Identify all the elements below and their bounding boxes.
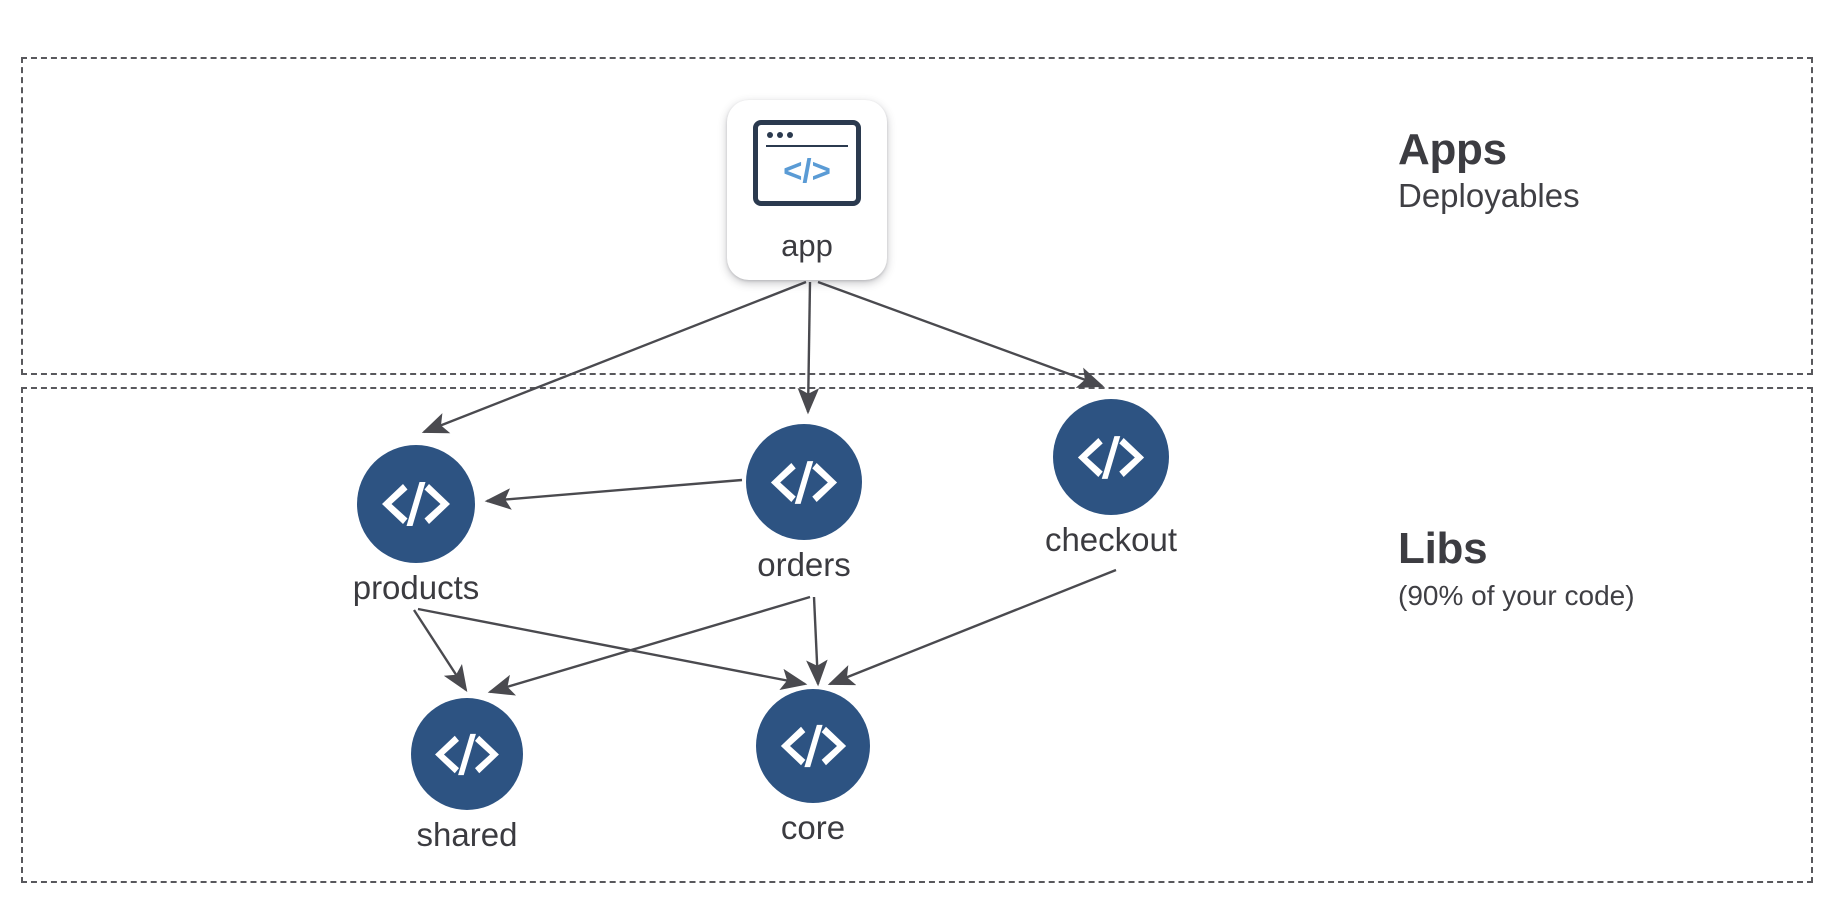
node-core-label: core	[780, 809, 846, 846]
node-products[interactable]: products	[353, 445, 479, 606]
node-shared-label: shared	[416, 816, 518, 853]
code-brackets-icon	[411, 698, 523, 810]
node-app[interactable]: </> app	[727, 100, 887, 280]
code-brackets-icon	[756, 689, 870, 803]
zone-apps-caption: Apps Deployables	[1398, 125, 1580, 215]
node-checkout[interactable]: checkout	[1045, 399, 1177, 558]
zone-libs-title: Libs	[1398, 524, 1488, 573]
code-brackets-glyph: </>	[783, 152, 831, 189]
code-brackets-icon	[746, 424, 862, 540]
code-brackets-icon	[1053, 399, 1169, 515]
code-brackets-icon	[357, 445, 475, 563]
node-app-label: app	[781, 228, 833, 263]
node-orders-label: orders	[757, 546, 851, 583]
node-orders[interactable]: orders	[746, 424, 862, 583]
node-checkout-label: checkout	[1044, 521, 1178, 558]
zone-libs	[21, 387, 1813, 883]
zone-libs-caption: Libs (90% of your code)	[1398, 524, 1635, 612]
zone-apps-subtitle: Deployables	[1398, 177, 1580, 215]
zone-libs-subtitle: (90% of your code)	[1398, 580, 1635, 612]
node-products-label: products	[352, 569, 480, 606]
window-dots-icon	[767, 132, 793, 138]
node-core[interactable]: core	[756, 689, 870, 846]
window-titlebar-divider	[766, 145, 848, 147]
zone-apps	[21, 57, 1813, 375]
zone-apps-title: Apps	[1398, 125, 1507, 174]
browser-window-code-icon: </>	[753, 120, 861, 206]
node-shared[interactable]: shared	[411, 698, 523, 853]
